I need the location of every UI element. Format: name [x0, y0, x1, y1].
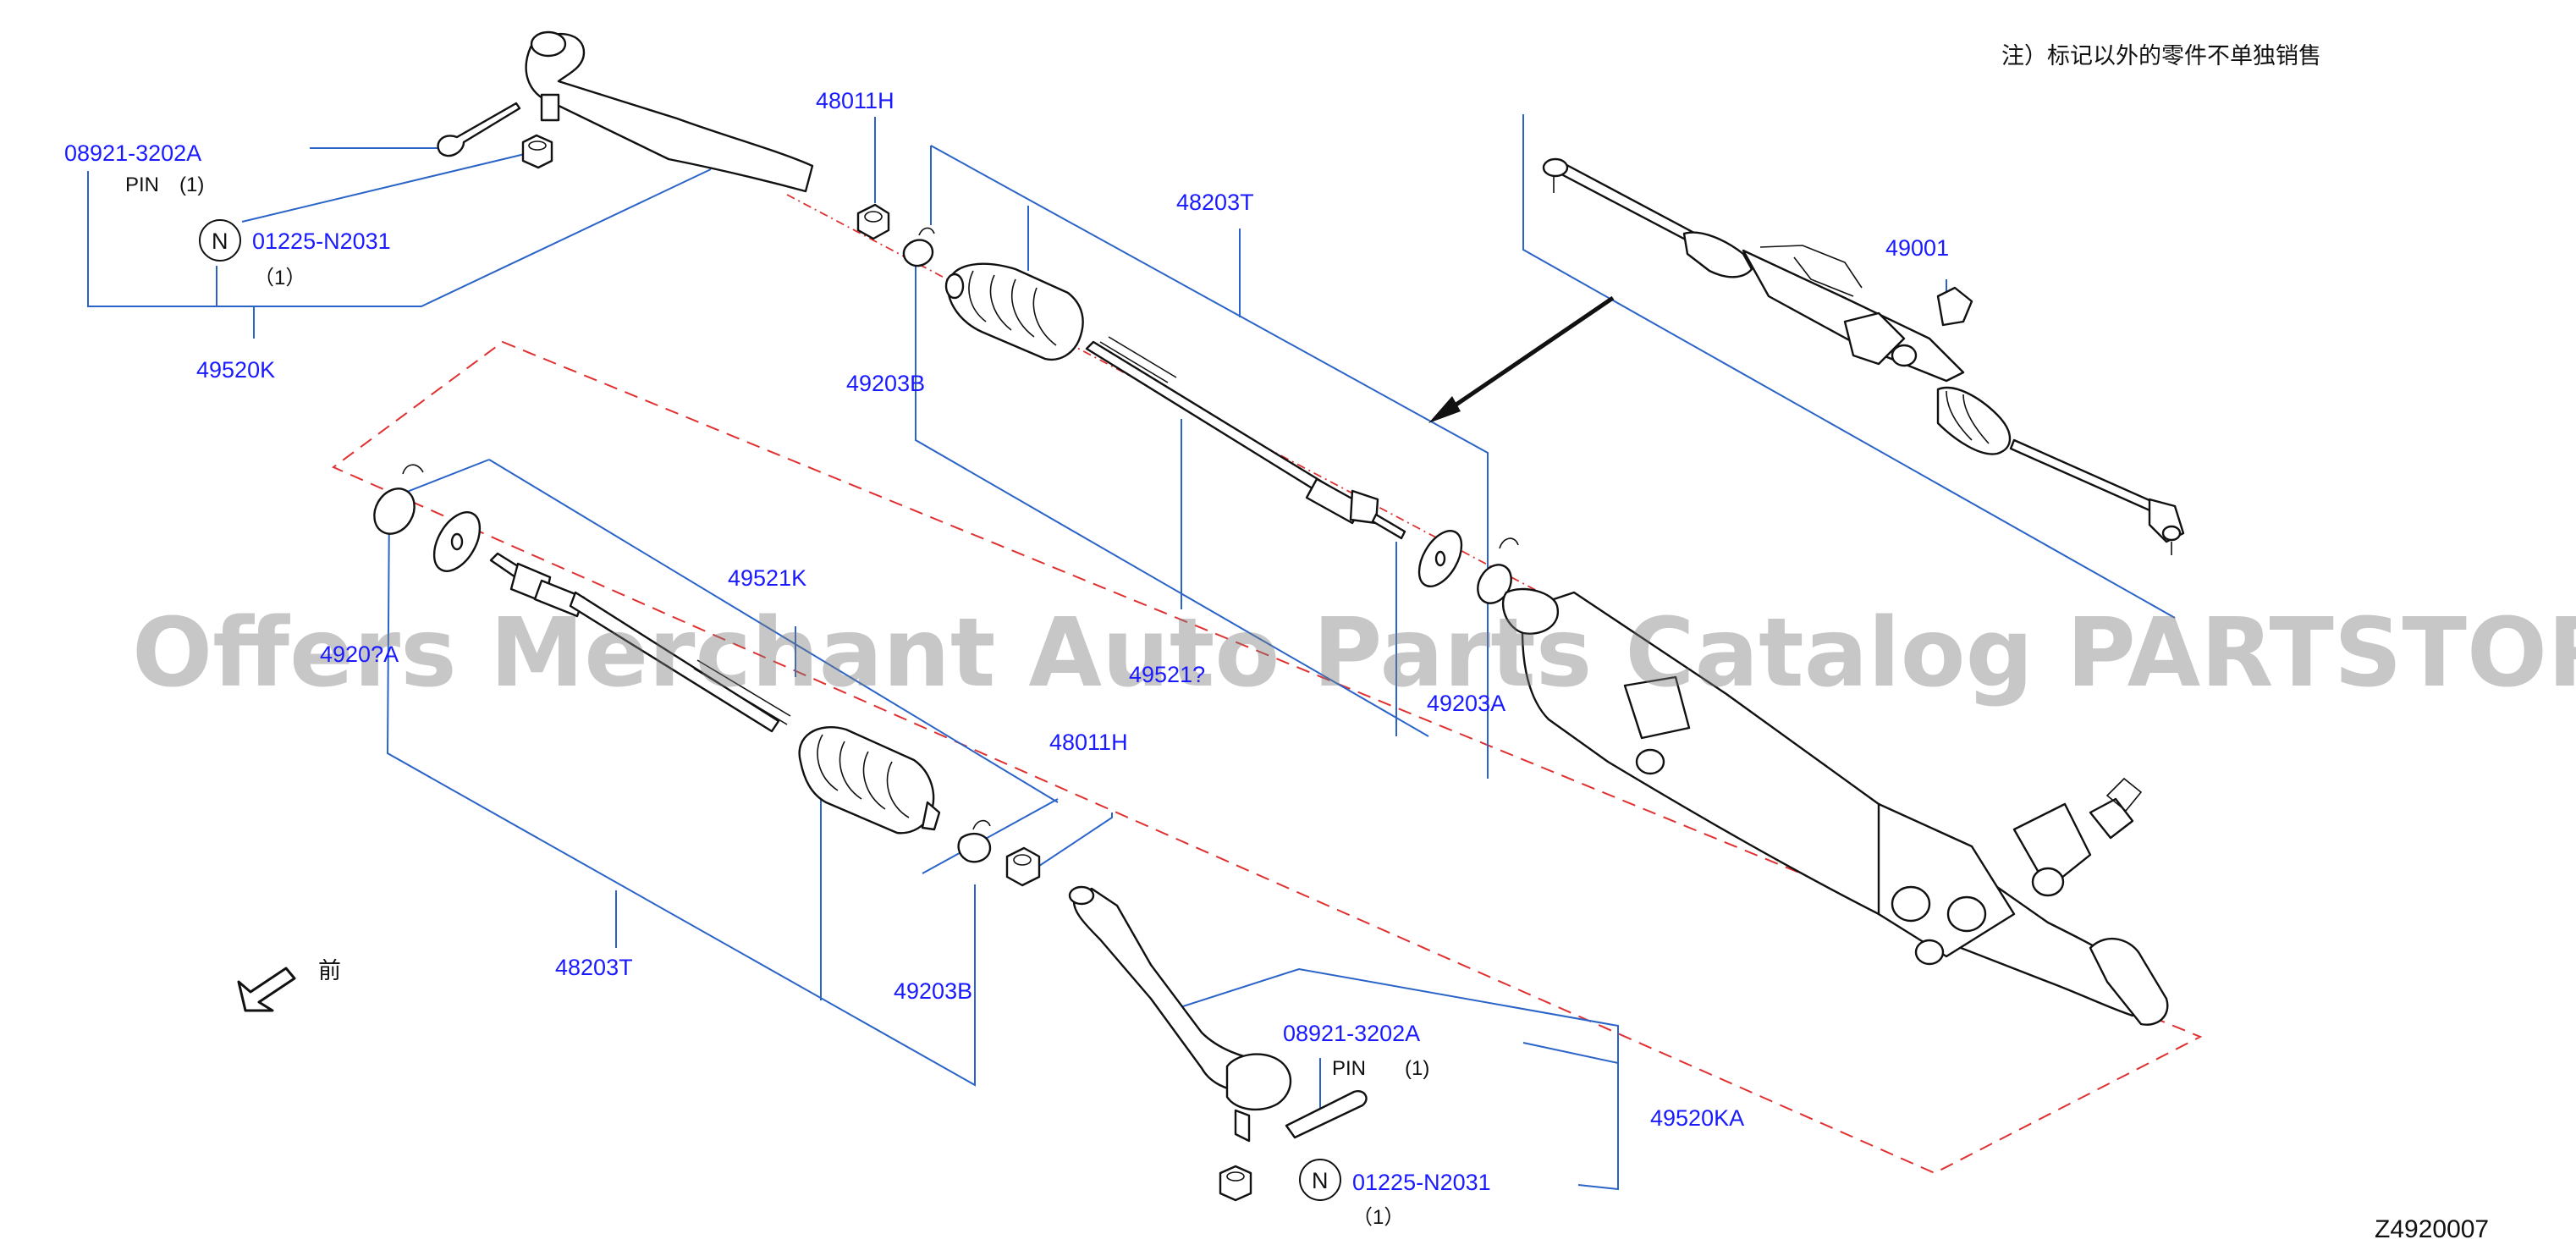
label-nut-upper-qty: （1）: [254, 267, 305, 289]
label-pin-lower-part: 08921-3202A: [1283, 1021, 1420, 1046]
nut-upper-mark: N: [212, 229, 228, 254]
tie-rod-end-lower: [1068, 885, 1292, 1143]
label-tie-rod-end-upper: 49520K: [196, 357, 275, 383]
label-nut-lower-qty: （1）: [1352, 1206, 1404, 1229]
label-pin-upper-name: PIN: [125, 174, 159, 196]
front-label: 前: [318, 958, 341, 983]
label-boot-clamp-lower: 48011H: [1049, 730, 1128, 755]
leader-lines: [87, 114, 2176, 1191]
boot-lower: [798, 726, 941, 835]
clamp-upper: [902, 227, 935, 267]
nut-lower: [1219, 1165, 1252, 1202]
label-clamp-lower: 49203B: [894, 978, 972, 1004]
label-clamp-left: 4920?A: [320, 642, 399, 667]
nut-marker-upper: [199, 219, 241, 262]
label-clamp-upper: 49203B: [846, 371, 925, 396]
nut-lower-mark: N: [1312, 1168, 1329, 1193]
gear-assembly-full: [1542, 157, 2185, 555]
boot-upper: [944, 262, 1084, 361]
label-pin-upper-qty: (1): [179, 174, 204, 196]
nut-upper: [521, 134, 553, 169]
label-tie-rod-end-lower: 49520KA: [1650, 1105, 1744, 1131]
front-arrow-icon: [237, 967, 296, 1012]
label-nut-upper-part: 01225-N2031: [252, 229, 391, 254]
center-axis-upper: [786, 194, 1541, 593]
label-clamp-right: 49203A: [1427, 691, 1505, 716]
label-inner-rod-left: 49521K: [728, 565, 806, 591]
label-boot-kit-upper: 48203T: [1176, 190, 1254, 215]
label-nut-lower-part: 01225-N2031: [1352, 1170, 1491, 1195]
gear-housing: [1501, 587, 2169, 1026]
washer-right: [1417, 530, 1463, 587]
inner-rod-upper: [1085, 336, 1406, 540]
label-boot-clamp-upper: 48011H: [816, 88, 894, 113]
cotter-pin-lower: [1285, 1090, 1368, 1139]
label-inner-rod-right: 49521?: [1129, 662, 1205, 687]
label-boot-kit-lower: 48203T: [555, 955, 633, 980]
cotter-pin-upper: [437, 102, 521, 157]
diagram-code: Z4920007: [2375, 1215, 2489, 1243]
snap-ring-left: [373, 464, 424, 535]
clamp-lower: [957, 819, 992, 863]
washer-left: [432, 511, 482, 572]
note-text: 注）标记以外的零件不单独销售: [2001, 43, 2321, 69]
inner-rod-lower: [489, 552, 791, 733]
assembly-outline-dashed: [332, 340, 2203, 1175]
boot-clamp-upper: [856, 203, 890, 240]
nut-marker-lower: [1299, 1159, 1341, 1201]
tie-rod-end-upper: [525, 30, 814, 193]
label-pin-upper-part: 08921-3202A: [64, 140, 201, 166]
watermark: Offers Merchant Auto Parts Catalog PARTS…: [132, 598, 2576, 708]
label-pin-lower-qty: (1): [1405, 1057, 1429, 1080]
boot-clamp-lower: [1005, 846, 1041, 887]
label-gear-assembly: 49001: [1885, 235, 1949, 261]
direction-arrow: [1428, 295, 1615, 423]
label-pin-lower-name: PIN: [1332, 1057, 1366, 1080]
